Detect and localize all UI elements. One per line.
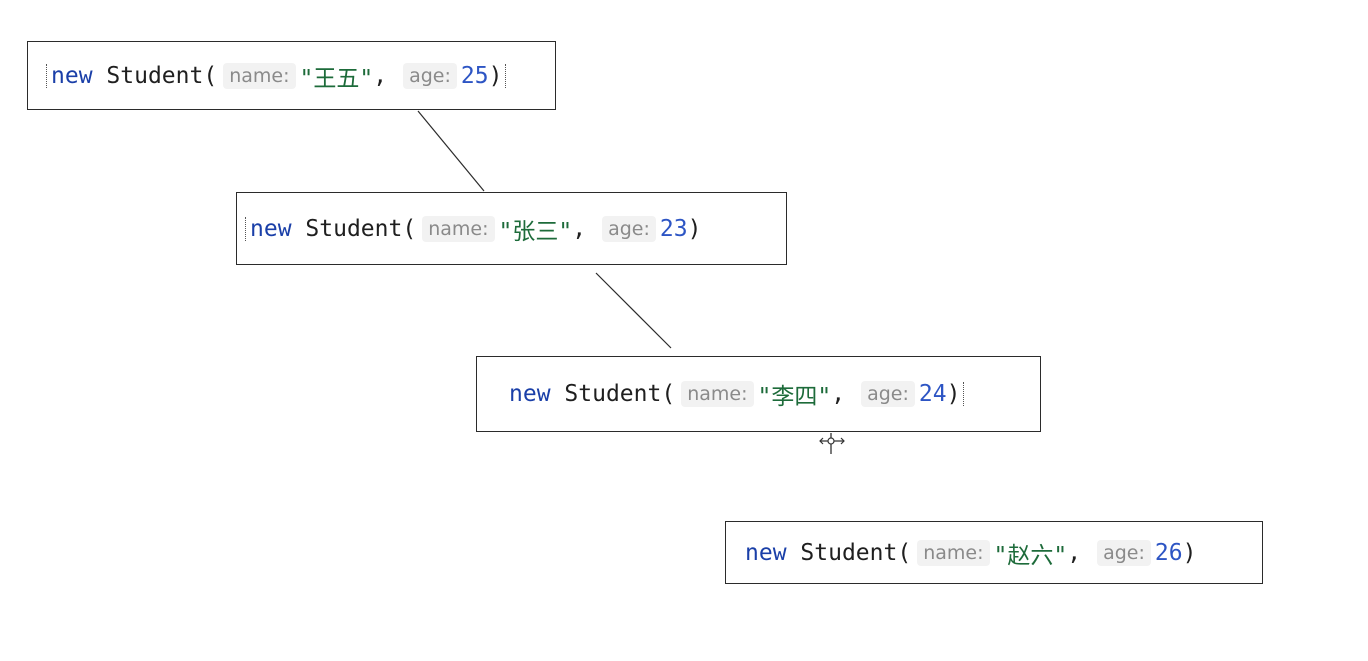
open-paren: ( [897, 539, 912, 566]
node-student-wangwu[interactable]: new Student(name:"王五", age:25) [27, 41, 556, 110]
param-hint-age: age: [602, 215, 656, 242]
name-value: "李四" [757, 384, 832, 410]
class-name: Student [106, 62, 204, 89]
param-hint-name: name: [223, 62, 296, 89]
age-value: 26 [1154, 539, 1183, 566]
class-name: Student [564, 381, 662, 407]
comma: , [1067, 539, 1082, 566]
text-caret-end [963, 382, 965, 406]
age-value: 23 [659, 215, 688, 242]
open-paren: ( [402, 215, 417, 242]
param-hint-name: name: [681, 381, 754, 407]
open-paren: ( [661, 381, 676, 407]
class-name: Student [305, 215, 403, 242]
close-paren: ) [946, 381, 961, 407]
age-value: 24 [918, 381, 947, 407]
connector-zhangsan-lisi [595, 272, 672, 349]
param-hint-age: age: [1097, 539, 1151, 566]
name-value: "赵六" [993, 542, 1068, 569]
name-value: "王五" [299, 65, 374, 92]
open-paren: ( [203, 62, 218, 89]
text-caret [46, 63, 48, 88]
keyword-new: new [250, 215, 292, 242]
param-hint-name: name: [422, 215, 495, 242]
keyword-new: new [509, 381, 551, 407]
param-hint-age: age: [861, 381, 915, 407]
close-paren: ) [1182, 539, 1197, 566]
name-value: "张三" [498, 218, 573, 245]
close-paren: ) [488, 62, 503, 89]
class-name: Student [800, 539, 898, 566]
node-student-lisi[interactable]: new Student(name:"李四", age:24) [476, 356, 1041, 432]
text-caret-end [505, 63, 507, 88]
close-paren: ) [687, 215, 702, 242]
comma: , [572, 215, 587, 242]
text-caret [245, 216, 247, 241]
param-hint-age: age: [403, 62, 457, 89]
keyword-new: new [51, 62, 93, 89]
connector-wangwu-zhangsan [417, 110, 485, 192]
comma: , [373, 62, 388, 89]
node-student-zhaoliu[interactable]: new Student(name:"赵六", age:26) [725, 521, 1263, 584]
move-cursor-icon [819, 433, 845, 454]
keyword-new: new [745, 539, 787, 566]
comma: , [831, 381, 846, 407]
node-student-zhangsan[interactable]: new Student(name:"张三", age:23) [236, 192, 787, 265]
age-value: 25 [460, 62, 489, 89]
param-hint-name: name: [917, 539, 990, 566]
